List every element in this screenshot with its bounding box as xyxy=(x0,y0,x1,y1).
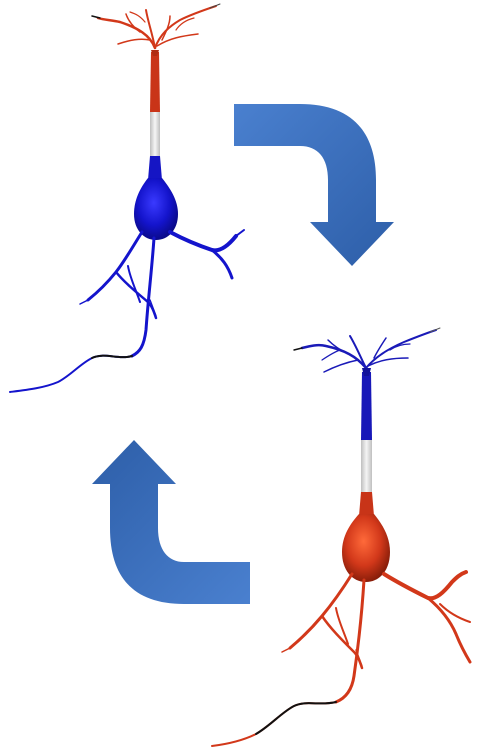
arrow-cycle-down xyxy=(234,104,394,266)
neuron-top-left xyxy=(10,4,244,392)
basal-dendrites-blue xyxy=(80,230,244,318)
basal-dendrites-red xyxy=(282,572,470,668)
apical-trunk-blue xyxy=(361,372,372,440)
axon-red xyxy=(212,580,364,746)
soma-red xyxy=(342,514,390,582)
axon-terminal xyxy=(256,702,336,734)
apical-tuft-blue xyxy=(294,328,440,372)
axon-blue xyxy=(10,238,154,392)
neuron-bottom-right xyxy=(212,328,470,746)
arrow-cycle-up xyxy=(92,440,250,604)
axon-terminal xyxy=(92,356,132,358)
apical-tuft-red xyxy=(92,4,220,48)
neck-segment xyxy=(361,440,372,492)
neck-segment xyxy=(150,112,160,156)
apical-trunk-red xyxy=(150,52,160,112)
